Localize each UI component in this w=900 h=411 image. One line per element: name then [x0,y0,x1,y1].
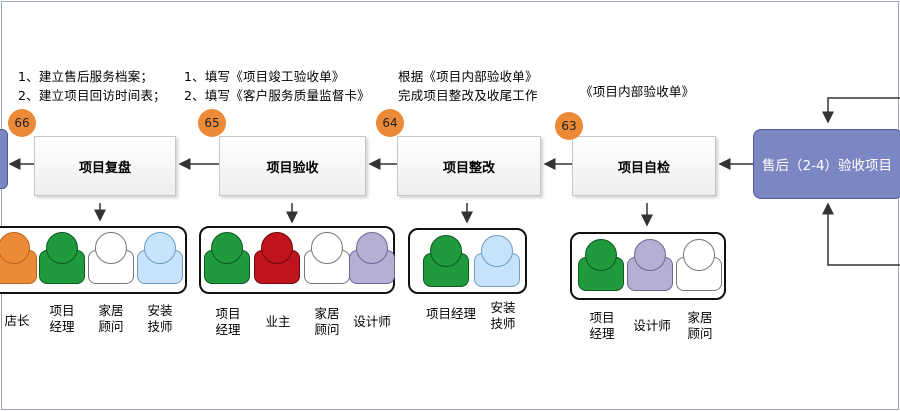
note-review: 1、建立售后服务档案； 2、建立项目回访时间表； [18,67,166,105]
role-64-installer: 安装 技师 [490,300,516,331]
person-icon-project-manager [578,239,624,291]
loop-top [822,97,900,124]
step-66-label: 项目复盘 [78,160,131,176]
role-63-project-manager: 项目 经理 [589,310,615,341]
step-65-label: 项目验收 [266,160,319,176]
person-icon-designer [349,232,395,284]
step-63-label: 项目自检 [617,160,670,176]
step-65-badge: 65 [198,109,226,137]
note-acceptance-line1: 1、填写《项目竣工验收单》 [184,69,345,84]
offscreen-node [0,129,8,189]
person-icon-project-manager [39,232,85,284]
note-self-check: 《项目内部验收单》 [580,82,694,101]
step-64-badge: 64 [376,109,404,137]
step-64-label: 项目整改 [442,160,495,176]
note-acceptance-line2: 2、填写《客户服务质量监督卡》 [184,88,370,103]
person-icon-home-consultant [304,232,350,284]
person-icon-project-manager [204,232,250,284]
person-icon-installer [137,232,183,284]
step-64-box: 项目整改 [397,136,541,196]
person-icon-installer [474,235,520,287]
person-icon-designer [627,239,673,291]
note-rectification-line1: 根据《项目内部验收单》 [398,69,538,84]
person-icon-project-manager [423,235,469,287]
role-65-project-manager: 项目 经理 [215,306,241,337]
start-node: 售后（2-4）验收项目 [753,129,900,199]
step-66-badge: 66 [8,109,36,137]
role-65-home-consultant: 家居 顾问 [314,306,340,337]
note-rectification-line2: 完成项目整改及收尾工作 [398,88,538,103]
role-66-store-manager: 店长 [4,313,30,328]
person-icon-home-consultant [88,232,134,284]
note-review-line1: 1、建立售后服务档案； [18,69,154,84]
role-66-installer: 安装 技师 [147,303,173,334]
note-rectification: 根据《项目内部验收单》 完成项目整改及收尾工作 [398,67,538,105]
note-acceptance: 1、填写《项目竣工验收单》 2、填写《客户服务质量监督卡》 [184,67,370,105]
person-icon-store-manager [0,232,37,284]
role-63-home-consultant: 家居 顾问 [687,310,713,341]
note-self-check-line1: 《项目内部验收单》 [580,84,695,99]
loop-bottom [822,202,900,266]
role-63-designer: 设计师 [633,318,671,333]
role-66-home-consultant: 家居 顾问 [98,303,124,334]
role-65-designer: 设计师 [353,314,391,329]
role-66-project-manager: 项目 经理 [49,303,75,334]
step-65-box: 项目验收 [219,136,366,196]
role-64-project-manager: 项目经理 [425,306,476,321]
role-65-owner: 业主 [265,314,291,329]
start-node-label: 售后（2-4）验收项目 [762,158,893,174]
person-icon-home-consultant [676,239,722,291]
step-63-box: 项目自检 [572,136,716,196]
note-review-line2: 2、建立项目回访时间表； [18,88,166,103]
step-63-badge: 63 [555,112,583,140]
step-66-box: 项目复盘 [34,136,176,196]
person-icon-owner [254,232,300,284]
